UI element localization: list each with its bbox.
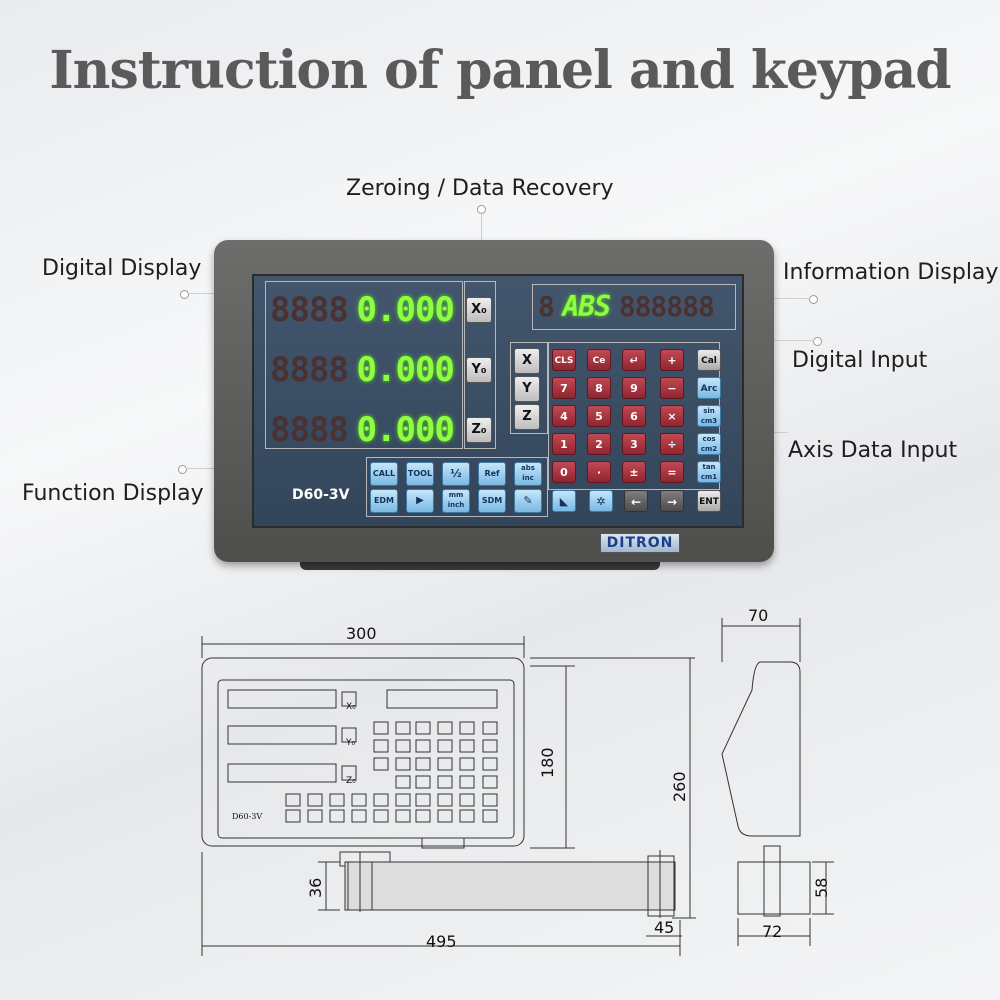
digital-display-frame	[265, 281, 463, 449]
bracket-arm	[344, 861, 676, 911]
arc-key[interactable]: Arc	[697, 377, 721, 399]
axis-x-key[interactable]: X	[514, 348, 540, 374]
callout-information-display: Information Display	[783, 260, 999, 285]
axis-input-frame	[510, 342, 548, 434]
dim-bracket-width: 72	[762, 922, 783, 941]
minus-key[interactable]: −	[660, 377, 684, 399]
ent-key[interactable]: ENT	[697, 490, 721, 512]
divide-key[interactable]: ÷	[660, 433, 684, 455]
cls-key[interactable]: CLS	[552, 349, 576, 371]
sdm-key[interactable]: SDM	[478, 489, 506, 513]
callout-axis-data-input: Axis Data Input	[788, 438, 958, 463]
key-5[interactable]: 5	[587, 405, 611, 427]
drawing-model: D60-3V	[232, 812, 263, 821]
dim-total-width: 495	[426, 932, 457, 951]
callout-zeroing: Zeroing / Data Recovery	[346, 176, 614, 201]
readout-x-value: 0.000	[356, 290, 455, 330]
decimal-key[interactable]: ·	[587, 461, 611, 483]
callout-dot	[809, 295, 818, 304]
edm-key[interactable]: EDM	[370, 489, 398, 513]
front-view-outline	[201, 657, 525, 847]
zeroing-frame	[464, 281, 496, 449]
readout-x-dim: 8888	[270, 290, 349, 330]
dim-bracket-height: 36	[306, 877, 325, 898]
readout-y-value: 0.000	[356, 350, 455, 390]
info-display-frame	[532, 284, 736, 330]
technical-drawing	[201, 618, 834, 956]
key-6[interactable]: 6	[622, 405, 646, 427]
front-view-inner	[217, 679, 515, 839]
readout-z-dim: 8888	[270, 410, 349, 450]
ce-key[interactable]: Ce	[587, 349, 611, 371]
callout-function-display: Function Display	[22, 481, 204, 506]
sin-key[interactable]: sin cm3	[697, 405, 721, 427]
callout-dot	[178, 465, 187, 474]
dim-height-display: 180	[538, 747, 557, 778]
info-dim-right: 888888	[618, 290, 715, 323]
page-title: Instruction of panel and keypad	[49, 40, 951, 101]
plus-key[interactable]: +	[660, 349, 684, 371]
drawing-x0: X₀	[346, 702, 356, 712]
dim-depth: 70	[748, 606, 769, 625]
cos-key[interactable]: cos cm2	[697, 433, 721, 455]
enter-arrow-key[interactable]: ↵	[622, 349, 646, 371]
brand-logo: DITRON	[600, 533, 680, 553]
equals-key[interactable]: =	[660, 461, 684, 483]
axis-z-key[interactable]: Z	[514, 404, 540, 430]
call-key[interactable]: CALL	[370, 462, 398, 486]
settings-key[interactable]: ✲	[589, 490, 613, 512]
zero-x-button[interactable]: X₀	[466, 297, 492, 323]
cal-key[interactable]: Cal	[697, 349, 721, 371]
axis-y-key[interactable]: Y	[514, 376, 540, 402]
readout-x: 8888 0.000	[270, 290, 455, 330]
function-display-frame	[366, 457, 548, 517]
callout-digital-input: Digital Input	[792, 348, 928, 373]
callout-dot	[813, 337, 822, 346]
callout-dot	[180, 290, 189, 299]
key-9[interactable]: 9	[622, 377, 646, 399]
key-7[interactable]: 7	[552, 377, 576, 399]
key-0[interactable]: 0	[552, 461, 576, 483]
info-display: 8 ABS 888888	[538, 290, 715, 323]
ref-key[interactable]: Ref	[478, 462, 506, 486]
model-label: D60-3V	[292, 487, 350, 503]
dim-height-total: 260	[670, 771, 689, 802]
dim-bracket-side: 58	[812, 877, 831, 898]
multiply-key[interactable]: ×	[660, 405, 684, 427]
readout-y-dim: 8888	[270, 350, 349, 390]
abs-inc-key[interactable]: abs inc	[514, 462, 542, 486]
dim-width: 300	[346, 624, 377, 643]
mm-inch-key[interactable]: mm inch	[442, 489, 470, 513]
readout-z-value: 0.000	[356, 410, 455, 450]
play-key[interactable]: ▶	[406, 489, 434, 513]
dim-bracket-offset: 45	[654, 918, 675, 937]
edit-key[interactable]: ✎	[514, 489, 542, 513]
key-2[interactable]: 2	[587, 433, 611, 455]
plus-minus-key[interactable]: ±	[622, 461, 646, 483]
info-dim-left: 8	[538, 290, 555, 323]
key-8[interactable]: 8	[587, 377, 611, 399]
drawing-y0: Y₀	[346, 738, 356, 748]
callout-digital-display: Digital Display	[42, 256, 202, 281]
drawing-keypad	[285, 721, 498, 823]
left-arrow-key[interactable]: ←	[624, 490, 648, 512]
side-view-outline	[721, 661, 801, 837]
bolt-circle-key[interactable]: ◣	[552, 490, 576, 512]
side-bracket	[737, 861, 811, 915]
key-4[interactable]: 4	[552, 405, 576, 427]
zero-y-button[interactable]: Y₀	[466, 357, 492, 383]
readout-y: 8888 0.000	[270, 350, 455, 390]
half-key[interactable]: ½	[442, 462, 470, 486]
drawing-z0: Z₀	[346, 776, 356, 786]
readout-z: 8888 0.000	[270, 410, 455, 450]
zero-z-button[interactable]: Z₀	[466, 417, 492, 443]
info-value: ABS	[562, 290, 612, 323]
tan-key[interactable]: tan cm1	[697, 461, 721, 483]
key-1[interactable]: 1	[552, 433, 576, 455]
key-3[interactable]: 3	[622, 433, 646, 455]
tool-key[interactable]: TOOL	[406, 462, 434, 486]
right-arrow-key[interactable]: →	[660, 490, 684, 512]
